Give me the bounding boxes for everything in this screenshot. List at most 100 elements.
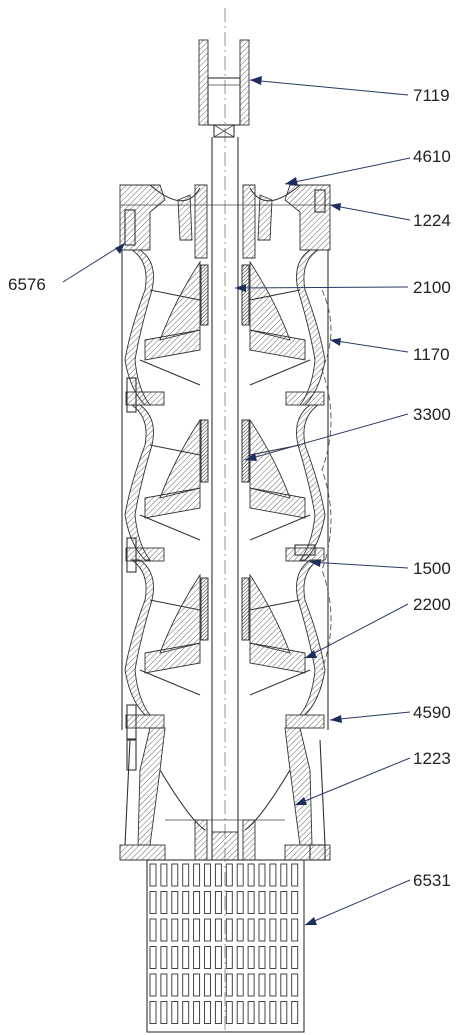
strainer-slot (193, 863, 201, 887)
strainer-slot (247, 946, 255, 969)
strainer-slot (214, 973, 222, 997)
strainer-slot (247, 1001, 255, 1024)
leader-7119 (249, 79, 409, 96)
strainer-slot (280, 1001, 288, 1024)
strainer-slot (149, 1001, 157, 1024)
strainer-slot (160, 973, 168, 997)
strainer-slot (225, 891, 233, 914)
strainer-slot (182, 1001, 190, 1024)
strainer-slot (160, 918, 168, 942)
leader-1500 (309, 561, 409, 569)
leader-1223 (294, 757, 411, 806)
outer-sleeve (121, 250, 329, 730)
strainer-slot (280, 891, 288, 914)
strainer-slot (247, 973, 255, 997)
strainer-slot (247, 863, 255, 887)
strainer-slot (269, 918, 277, 942)
label-1223: 1223 (413, 749, 451, 768)
label-6531: 6531 (413, 871, 451, 890)
strainer-slot (171, 1001, 179, 1024)
label-2100: 2100 (413, 278, 451, 297)
strainer-slot (269, 863, 277, 887)
strainer-slot (280, 863, 288, 887)
strainer-slot (258, 946, 266, 969)
impellers (139, 260, 311, 696)
strainer-slot (269, 946, 277, 969)
strainer-slot (258, 973, 266, 997)
strainer-slot (225, 1001, 233, 1024)
strainer-slot (149, 863, 157, 887)
strainer-slot (291, 1001, 299, 1024)
strainer-slot (149, 973, 157, 997)
leader-lines (62, 76, 411, 926)
strainer-slot (225, 946, 233, 969)
label-4610: 4610 (413, 147, 451, 166)
strainer-slot (193, 1001, 201, 1024)
shaft (211, 137, 239, 860)
label-3300: 3300 (413, 405, 451, 424)
label-1170: 1170 (413, 345, 450, 364)
coupling (198, 39, 250, 138)
strainer-slot (171, 946, 179, 969)
strainer-slot (258, 918, 266, 942)
strainer-slot (214, 891, 222, 914)
strainer-slot (204, 863, 211, 887)
label-2200: 2200 (413, 595, 451, 614)
strainer-slot (149, 918, 157, 942)
strainer-slot (193, 891, 201, 914)
bowl-stages (124, 249, 332, 740)
strainer-slot (280, 946, 288, 969)
label-7119: 7119 (413, 86, 450, 105)
strainer-slot (149, 946, 157, 969)
leader-1224 (329, 204, 411, 221)
strainer-slot (258, 1001, 266, 1024)
label-6576: 6576 (8, 275, 46, 294)
strainer-slot (225, 973, 233, 997)
strainer-slot (214, 918, 222, 942)
strainer-slot (236, 946, 244, 969)
leader-1170 (329, 339, 409, 353)
strainer-slot (291, 863, 299, 887)
strainer-slot (193, 946, 201, 969)
strainer-slot (225, 918, 233, 942)
leader-6531 (304, 879, 411, 926)
strainer-slot (160, 1001, 168, 1024)
strainer-slot (280, 918, 288, 942)
strainer-slot (236, 1001, 244, 1024)
strainer-slot (182, 891, 190, 914)
discharge-head (119, 184, 331, 259)
strainer-slot (258, 891, 266, 914)
strainer-slot (160, 863, 168, 887)
label-4590: 4590 (413, 703, 451, 722)
strainer-slot (193, 918, 201, 942)
strainer-slot (182, 946, 190, 969)
leader-4610 (284, 157, 411, 185)
strainer-slot (247, 918, 255, 942)
part-labels: 7119 4610 1224 6576 2100 1170 3300 1500 … (8, 86, 451, 890)
strainer-slot (193, 973, 201, 997)
strainer-slot (269, 891, 277, 914)
leader-2200 (304, 603, 409, 659)
strainer-slot (236, 863, 244, 887)
strainer-slot (225, 863, 233, 887)
strainer-slot (171, 973, 179, 997)
label-1500: 1500 (413, 559, 451, 578)
strainer-slot (204, 918, 211, 942)
leader-3300 (244, 413, 409, 461)
strainer-slot (160, 946, 168, 969)
strainer-slot (291, 918, 299, 942)
suction-strainer (146, 859, 305, 1033)
strainer-slot (291, 946, 299, 969)
strainer-slot (171, 918, 179, 942)
strainer-slot (280, 973, 288, 997)
leader-2100 (234, 286, 409, 289)
strainer-slot (236, 891, 244, 914)
strainer-slot (291, 891, 299, 914)
strainer-slot (258, 863, 266, 887)
strainer-slot (236, 918, 244, 942)
strainer-slot (269, 973, 277, 997)
suction-casing (119, 727, 331, 861)
label-1224: 1224 (413, 211, 451, 230)
strainer-slot (214, 1001, 222, 1024)
strainer-slot (182, 973, 190, 997)
